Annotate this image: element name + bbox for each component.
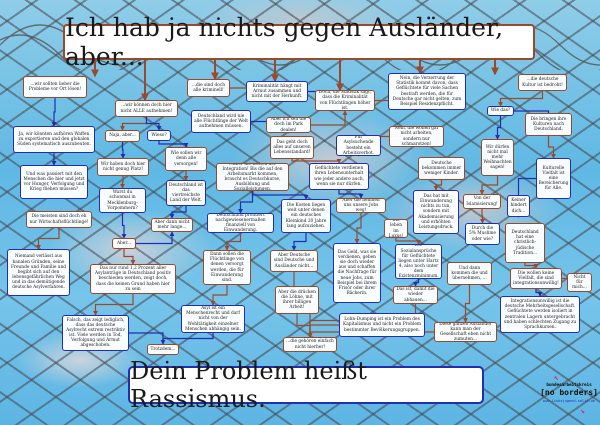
prejudice-statement-node: Das ist, damit die wieder abhauen... — [393, 286, 438, 304]
connector-arrow — [169, 206, 187, 219]
connector-arrow — [463, 285, 471, 323]
counter-argument-node: Wieso? — [147, 130, 171, 141]
prejudice-statement-node: Nicht für mich... — [567, 273, 592, 292]
connector-arrow — [495, 116, 502, 140]
prejudice-statement-node: Diese ganzen Ausländer kann man der Gese… — [434, 322, 497, 342]
counter-argument-node: Lohn-Dumping ist ein Problem des Kapital… — [339, 313, 425, 337]
prejudice-statement-node: Und dann kommen die und übernehmen, ... — [447, 262, 492, 285]
prejudice-statement-node: Das geht doch alles auf unseren Lebensst… — [270, 136, 314, 159]
logo-org-line1: bundesarbeitskreis — [546, 383, 592, 388]
connector-arrow — [433, 180, 443, 191]
counter-argument-node: Das hat mit Einwanderung nichts zu tun, … — [413, 190, 459, 234]
connector-arrow — [547, 136, 556, 159]
headline-banner: Ich hab ja nichts gegen Ausländer, aber.… — [63, 13, 535, 71]
connector-arrow — [291, 233, 307, 251]
prejudice-statement-node: Die bringen ihre Kulturen nach Deutschla… — [525, 113, 572, 136]
counter-argument-node: Kriminalität hängt mit Armut zusammen un… — [246, 81, 308, 102]
prejudice-statement-node: Aber ich seh die doch im Park dealen! — [266, 117, 311, 133]
counter-argument-node: Und was passiert mit den Menschen die hi… — [20, 165, 88, 199]
connector-arrow — [120, 142, 126, 159]
connector-arrow — [120, 117, 148, 131]
counter-argument-node: Das Geld, was sie verdienen, geben sie d… — [333, 243, 381, 303]
counter-argument-node: Asyl ist ein Menschenrecht und darf nich… — [181, 305, 245, 333]
prejudice-statement-node: Trotzdem... — [147, 344, 179, 355]
prejudice-statement-node: ...wir sollten lieber die Probleme vor O… — [23, 76, 87, 98]
prejudice-statement-node: ...wir können doch hier nicht ALLE aufne… — [115, 100, 178, 117]
counter-argument-node: Warst du schonmal in Mecklenburg-Vorpomm… — [99, 188, 146, 213]
connector-arrow — [251, 191, 309, 200]
counter-argument-node: Durch die 5% Muslime oder wie? — [465, 223, 500, 245]
prejudice-statement-node: Aber die drücken die Löhne, mit ihrer bi… — [275, 286, 319, 314]
prejudice-statement-node: Wir dürfen nicht mal mehr Weihnachten sa… — [481, 139, 514, 176]
connector-arrow — [51, 98, 57, 127]
counter-argument-node: Deutschland wird nie alle Flüchtlinge de… — [191, 110, 251, 133]
connector-arrow — [479, 176, 499, 195]
counter-argument-node: Integrationsunwillig ist die deutsche Me… — [500, 296, 580, 333]
connector-arrow — [160, 333, 214, 345]
prejudice-statement-node: Doch, die Statistik sagt, dass die Krimi… — [315, 90, 375, 111]
counter-argument-node: Keiner hindert dich... — [507, 195, 530, 217]
prejudice-statement-node: Aber dann nicht mehr lange... — [151, 218, 193, 232]
counter-argument-node: Für Asylsuchende besteht ein Arbeitsverb… — [336, 135, 381, 156]
connector-arrow — [498, 91, 544, 107]
counter-argument-node: Die Kosten liegen weit unter denen ein d… — [281, 199, 331, 233]
prejudice-statement-node: Das nur rund 1,2 Prozent aller Asylanträ… — [90, 264, 176, 294]
logo-url-link[interactable]: www.linksjugend-solid.de — [543, 399, 595, 403]
prejudice-statement-node: Wir haben doch hier nicht genug Platz! — [97, 158, 149, 176]
counter-argument-node: Ja, wir könnten aufhören Waffen zu expor… — [13, 126, 95, 153]
connector-arrow — [121, 213, 127, 239]
arrow-mark-icon: ↖ — [554, 373, 559, 382]
connector-arrow — [145, 117, 162, 131]
prejudice-statement-node: Aber... — [112, 238, 136, 249]
prejudice-statement-node: Deutsche bekommen immer weniger Kinder. — [418, 157, 465, 180]
connector-arrow — [123, 249, 136, 265]
counter-argument-node: Falsch, das zeigt lediglich, dass das de… — [62, 315, 129, 351]
counter-argument-node: Die Sozialansprüche für Geflüchtete lieg… — [395, 244, 442, 279]
connector-arrow — [93, 294, 134, 316]
connector-arrow — [296, 314, 313, 338]
counter-argument-node: Kulturelle Vielfalt ist eine Bereicherun… — [536, 158, 571, 199]
connector-arrow — [120, 176, 125, 189]
prejudice-statement-node: ...aber die Kosten der Integration! Bis … — [216, 163, 289, 191]
prejudice-statement-node: ...die gehören einfach nicht hierher! — [283, 337, 337, 352]
prejudice-statement-node: Naja, aber... — [105, 130, 140, 142]
counter-argument-node: Geflüchtete verdienen ihren Lebensunterh… — [309, 163, 369, 190]
prejudice-statement-node: ...die sind doch alle kriminell! — [187, 79, 230, 97]
connector-arrow — [36, 228, 60, 250]
prejudice-statement-node: Dann sollen die Flüchtlinge von denen ve… — [203, 250, 251, 285]
prejudice-statement-node: Die meisten sind doch eh nur Wirtschafts… — [26, 211, 92, 228]
connector-arrow — [224, 233, 242, 251]
connector-arrow — [413, 279, 420, 287]
counter-argument-node: Deutschland ist das viertreichste Land d… — [166, 180, 206, 206]
organization-logo: ↖ bundesarbeitskreis [no borders] www.li… — [540, 374, 598, 415]
prejudice-statement-node: Nein, die wollen gar nicht arbeiten, son… — [389, 126, 444, 147]
counter-argument-node: Niemand verlässt aus banalen Gründen, se… — [7, 249, 70, 296]
logo-org-line2: [no borders] — [540, 388, 598, 397]
connector-arrow — [480, 209, 485, 224]
prejudice-statement-node: Aber Deutsche sind Deutsche und Auslände… — [270, 250, 318, 272]
connector-arrow — [338, 190, 364, 199]
counter-argument-node: Nein, die Verzerrung der Statistik kommt… — [388, 73, 466, 110]
connector-arrow — [210, 285, 228, 306]
prejudice-statement-node: Aber die nehmen uns unsere Jobs weg! — [336, 198, 386, 213]
connector-arrow — [354, 213, 362, 244]
prejudice-statement-node: Die leben im Luxus! — [384, 219, 408, 238]
arrow-mark-icon: ↘ — [580, 406, 585, 415]
prejudice-statement-node: Deutschland hat eine christlich-jüdische… — [505, 223, 545, 263]
prejudice-statement-node: ...die deutsche Kultur ist bedroht! — [518, 74, 567, 91]
connector-arrow — [238, 191, 254, 214]
counter-argument-node: Wie das? — [487, 106, 514, 116]
connector-arrow — [535, 289, 543, 297]
prejudice-statement-node: Von der Islamisierung! — [463, 194, 501, 209]
conclusion-banner: Dein Problem heißt Rassismus. — [128, 357, 484, 413]
prejudice-statement-node: Wie sollen wir denn alle versorgen! — [165, 147, 207, 171]
prejudice-statement-node: Die wollen keine Vielfalt, die sind inte… — [510, 268, 562, 289]
counter-argument-node: Deutschland profitiert nachgewiesenermaß… — [207, 213, 274, 233]
